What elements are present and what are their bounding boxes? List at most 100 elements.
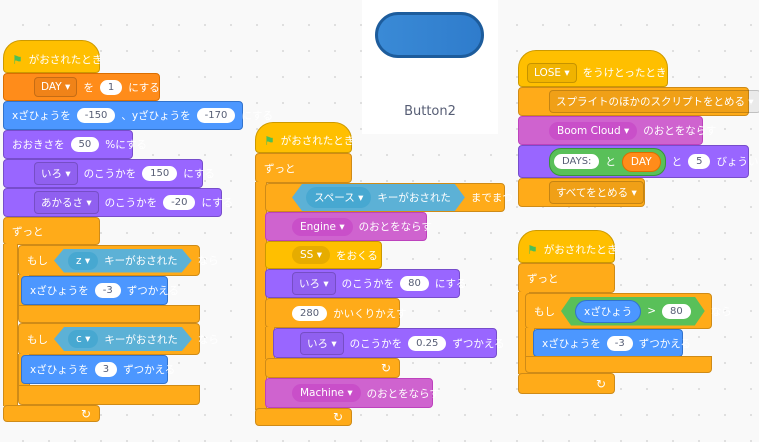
size-input[interactable]: 50 [70,137,100,152]
sound-dropdown[interactable]: Engine ▾ [292,217,353,236]
broadcast-block[interactable]: SS ▾をおくる [265,241,382,269]
greater-than-operator[interactable]: xざひょう>80 [561,297,705,326]
compare-value-input[interactable]: 80 [662,304,691,319]
loop-arrow-icon: ↻ [595,376,606,391]
key-dropdown[interactable]: z ▾ [68,252,98,270]
effect-dropdown[interactable]: いろ ▾ [292,272,336,295]
start-sound-block[interactable]: Machine ▾ のおとをならす [265,378,440,408]
when-flag-clicked-block[interactable]: ⚑がおされたとき [3,40,103,73]
effect-dropdown[interactable]: いろ ▾ [34,162,78,185]
change-x-block[interactable]: xざひょうを 3 ずつかえる [21,355,175,384]
key-pressed-condition[interactable]: z ▾キーがおされた [54,249,192,273]
block-label: のおとをならす [358,221,432,233]
stop-all-block[interactable]: すべてをとめる ▾ [518,178,645,207]
forever-arm [3,244,18,406]
if-bottom [525,356,712,373]
block-label: もし [27,255,48,267]
forever-block[interactable]: ずっと [3,217,100,245]
block-label: ずつかえる [123,364,176,376]
sprite-name: Button2 [404,104,456,119]
wait-until-block[interactable]: スペース ▾キーがおされたまでまつ [265,183,513,212]
key-dropdown[interactable]: スペース ▾ [306,187,371,208]
message-dropdown[interactable]: LOSE ▾ [527,62,577,83]
y-input[interactable]: -170 [196,108,236,123]
key-dropdown[interactable]: c ▾ [68,330,98,348]
repeat-bottom: ↻ [265,358,400,378]
forever-block[interactable]: ずっと [255,153,352,183]
when-flag-clicked-block[interactable]: ⚑ がおされたとき [518,230,618,263]
block-label: なら [197,333,219,346]
when-flag-clicked-block[interactable]: ⚑がおされたとき [255,122,354,153]
block-label: のおとをならす [366,387,440,400]
key-pressed-condition[interactable]: スペース ▾キーがおされた [292,184,465,211]
sprite-card-button2[interactable]: Button2 [362,0,498,134]
block-label: のこうかを [83,168,137,180]
block-label: がおされたとき [543,244,618,256]
if-bottom [18,385,200,405]
block-label: と [671,156,683,168]
variable-dropdown[interactable]: DAY ▾ [34,77,78,97]
block-label: xざひょうを [30,364,89,376]
join-text-input[interactable]: DAYS: [554,154,600,169]
forever-block[interactable]: ずっと [518,263,615,293]
sound-dropdown[interactable]: Boom Cloud ▾ [549,121,638,140]
seconds-input[interactable]: 5 [688,154,711,169]
effect-value-input[interactable]: -20 [163,195,196,210]
green-flag-icon: ⚑ [527,242,538,257]
sound-dropdown[interactable]: Machine ▾ [292,384,361,402]
change-x-input[interactable]: -3 [94,283,121,298]
message-dropdown[interactable]: SS ▾ [292,246,330,264]
effect-dropdown[interactable]: いろ ▾ [300,331,344,355]
green-flag-icon: ⚑ [264,133,275,148]
block-label: にする [128,81,160,94]
variable-reporter[interactable]: DAY [621,151,661,172]
repeat-count-input[interactable]: 280 [292,305,328,321]
stop-dropdown[interactable]: すべてをとめる ▾ [549,181,644,204]
block-label: xざひょうを [12,110,71,122]
sprite-thumbnail [375,12,484,58]
change-x-input[interactable]: 3 [94,362,118,377]
effect-value-input[interactable]: 0.25 [408,335,447,351]
block-label: 、yざひょうを [121,110,191,122]
block-label: もし [27,333,48,346]
if-block[interactable]: もし c ▾キーがおされた なら [18,323,219,355]
block-label: を [83,81,94,94]
stop-other-scripts-block[interactable]: スプライトのほかのスクリプトをとめる ▾ [518,87,759,116]
x-position-reporter[interactable]: xざひょう [575,300,641,323]
block-label: にする [434,278,467,290]
block-label: xざひょうを [542,337,601,350]
effect-dropdown[interactable]: あかるさ ▾ [34,191,99,214]
change-x-input[interactable]: -3 [606,335,633,351]
block-label: のおとをならす [643,125,717,137]
effect-value-input[interactable]: 150 [142,166,178,181]
when-receive-block[interactable]: LOSE ▾をうけとったとき [518,50,668,87]
x-input[interactable]: -150 [76,108,116,123]
loop-arrow-icon: ↻ [380,361,391,375]
set-effect-block[interactable]: いろ ▾ のこうかを 80 にする [265,269,466,298]
loop-arrow-icon: ↻ [332,410,343,424]
start-sound-block[interactable]: Engine ▾ のおとをならす [265,212,432,241]
if-block[interactable]: もし z ▾キーがおされた なら [18,245,219,276]
start-sound-block[interactable]: Boom Cloud ▾ のおとをならす [518,116,717,145]
value-input[interactable]: 1 [99,79,123,95]
effect-value-input[interactable]: 80 [400,276,429,291]
forever-bottom: ↻ [518,373,615,394]
block-label: のこうかを [341,278,395,290]
block-label: もし [534,305,555,318]
key-pressed-condition[interactable]: c ▾キーがおされた [54,327,192,351]
stop-dropdown[interactable]: スプライトのほかのスクリプトをとめる ▾ [549,90,759,113]
block-label: がおされたとき [28,54,103,66]
if-block[interactable]: もし xざひょう>80 なら [525,293,732,329]
block-label: ずっと [264,162,296,175]
